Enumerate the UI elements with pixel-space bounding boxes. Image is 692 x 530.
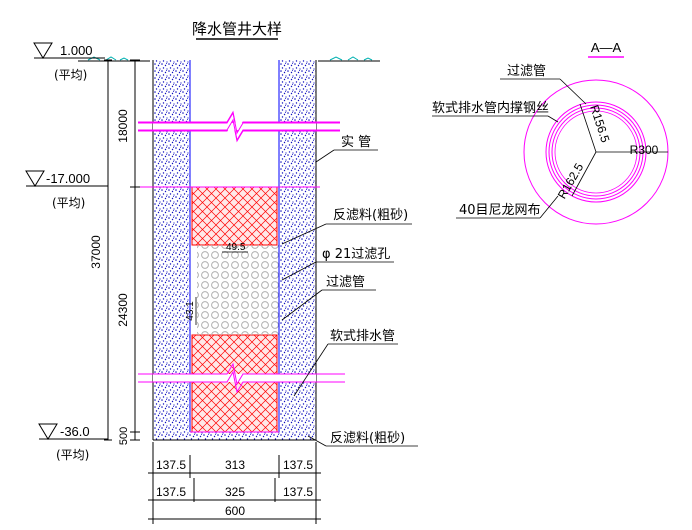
callout-solid-pipe: 实 管	[315, 135, 378, 163]
svg-text:49.5: 49.5	[226, 242, 246, 253]
svg-text:软式排水管内撑钢丝: 软式排水管内撑钢丝	[432, 100, 549, 116]
section-callout-steel-wire: 软式排水管内撑钢丝	[432, 100, 559, 123]
section-radius-lines	[571, 103, 668, 197]
hdim-r1-mid: 313	[225, 458, 245, 472]
horizontal-dim-lines	[148, 442, 321, 524]
stipple-wall-left	[153, 60, 190, 440]
hdim-r1-right: 137.5	[283, 458, 313, 472]
ground-line-left	[78, 56, 150, 62]
section-label: A—A	[591, 40, 622, 55]
hdim-r1-left: 137.5	[156, 458, 186, 472]
dim-total: 37000	[89, 235, 103, 269]
break-line-lower	[138, 362, 345, 394]
filter-material-lower	[191, 334, 278, 433]
elevation-3-value: -36.0	[60, 424, 90, 439]
dim-middle: 24300	[116, 293, 130, 327]
svg-text:40目尼龙网布: 40目尼龙网布	[459, 203, 541, 218]
dim-bottom: 500	[118, 427, 130, 445]
callout-filter-holes: φ 21过滤孔	[281, 247, 394, 281]
callout-drain-pipe: 软式排水管	[293, 329, 398, 397]
svg-text:软式排水管: 软式排水管	[330, 329, 395, 344]
vertical-dim-lines	[104, 59, 140, 441]
callout-filter-material-top: 反滤料(粗砂)	[281, 208, 412, 245]
hdim-total: 600	[225, 504, 245, 518]
elevation-2-note: (平均)	[52, 196, 85, 210]
elevation-3-note: (平均)	[56, 448, 89, 462]
elevation-marker-2: -17.000 (平均)	[25, 170, 108, 210]
elevation-marker-1: 1.000 (平均)	[33, 42, 105, 82]
stipple-bottom	[190, 432, 279, 440]
svg-text:43.1: 43.1	[185, 301, 196, 321]
svg-text:φ 21过滤孔: φ 21过滤孔	[322, 247, 390, 262]
svg-text:反滤料(粗砂): 反滤料(粗砂)	[330, 431, 405, 446]
hdim-r2-left: 137.5	[156, 485, 186, 499]
filter-hole-zone	[197, 245, 281, 335]
stipple-wall-right	[279, 60, 316, 440]
elevation-2-value: -17.000	[46, 171, 90, 186]
elevation-1-value: 1.000	[60, 43, 93, 58]
inner-dim-top-hole: 49.5	[222, 242, 248, 253]
elevation-marker-3: -36.0 (平均)	[38, 423, 108, 462]
inner-dim-side-hole: 43.1	[185, 297, 197, 325]
hdim-r2-right: 137.5	[283, 485, 313, 499]
section-callout-mesh: 40目尼龙网布	[456, 195, 559, 219]
svg-text:过滤管: 过滤管	[326, 275, 365, 290]
elevation-1-note: (平均)	[54, 68, 87, 82]
hdim-r2-mid: 325	[225, 485, 245, 499]
svg-text:反滤料(粗砂): 反滤料(粗砂)	[333, 208, 408, 223]
svg-text:实 管: 实 管	[341, 135, 371, 150]
filter-material-upper	[191, 186, 278, 246]
section-callout-filter-pipe: 过滤管	[500, 64, 587, 105]
callout-filter-material-bottom: 反滤料(粗砂)	[307, 431, 418, 447]
dim-top: 18000	[116, 109, 130, 143]
callout-filter-pipe: 过滤管	[281, 275, 376, 321]
ground-line-right	[318, 56, 380, 62]
section-r-outer: R300	[630, 143, 659, 157]
drawing-title: 降水管井大样	[192, 20, 282, 38]
svg-text:过滤管: 过滤管	[507, 64, 546, 79]
